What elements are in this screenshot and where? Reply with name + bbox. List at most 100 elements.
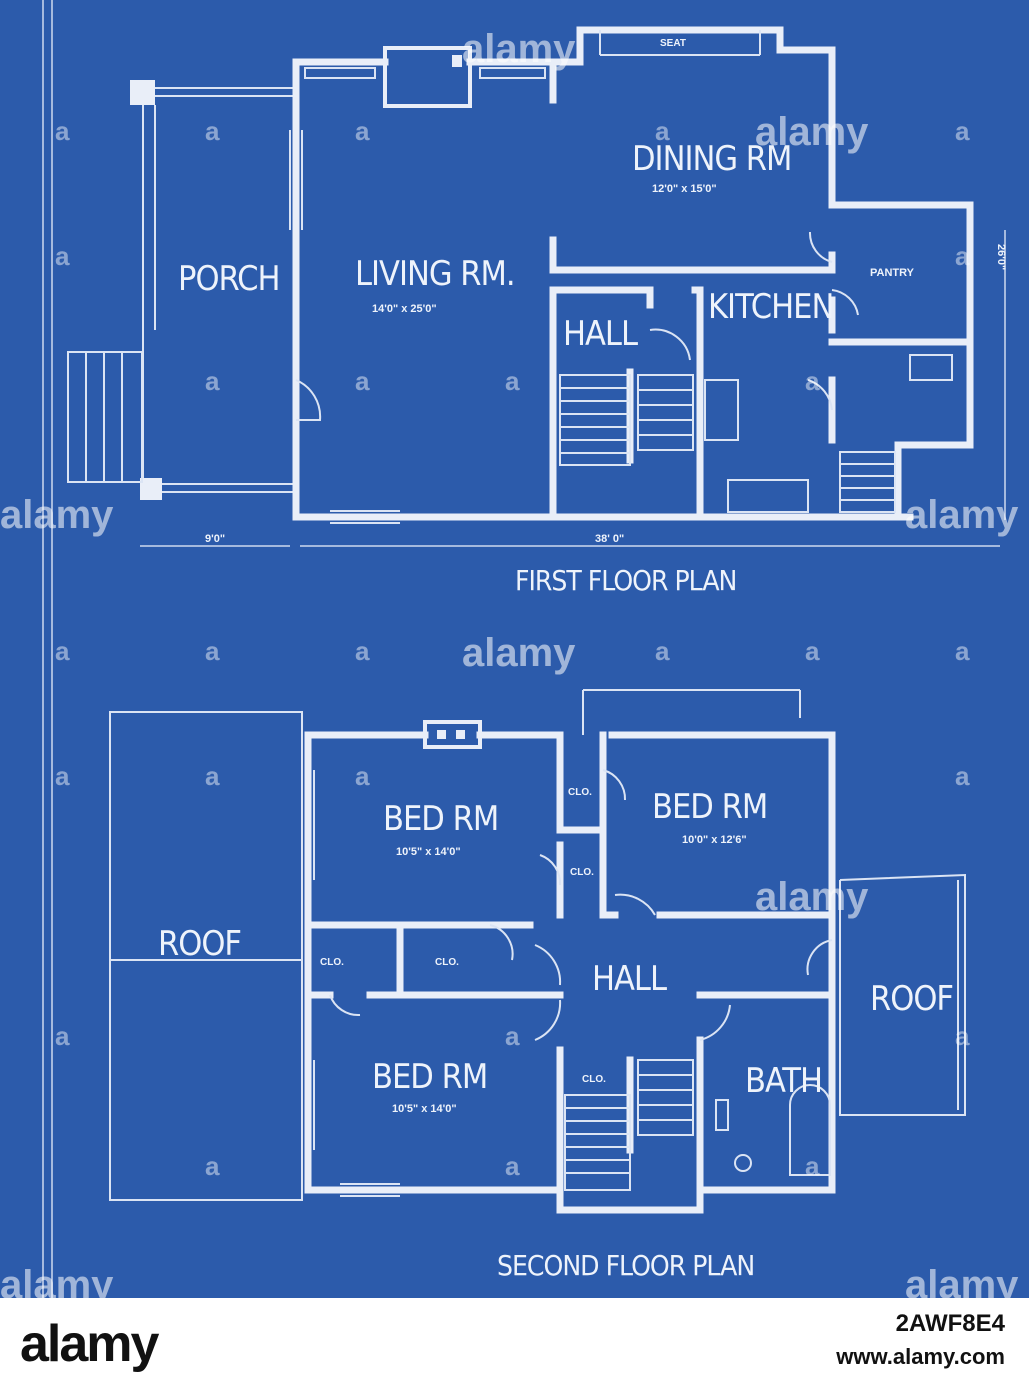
watermark-letter: a [805,1151,820,1181]
dining-room-bay-wall [549,26,836,204]
bed-room-nw-dimension: 10'5" x 14'0" [396,846,461,858]
pantry-label: PANTRY [870,267,915,279]
watermark-text: alamy [462,631,576,675]
watermark-letter: a [205,116,220,146]
pantry-wall [828,201,974,449]
lavatory [715,1099,729,1131]
closet-label-2: CLO. [570,867,594,878]
chimney-flue [452,55,462,67]
watermark-layer: alamy alamy alamy alamy alamy alamy alam… [0,27,1019,1298]
roof-right-label: ROOF [870,979,953,1019]
porch-column-bottom [140,478,162,500]
bed-ne-closet-door [602,769,627,801]
roof-right-outline [839,873,966,1116]
watermark-text: alamy [905,493,1019,537]
bookcase-right [479,67,546,79]
watermark-letter: a [805,636,820,666]
watermark-letter: a [655,116,670,146]
back-stairs [839,451,896,513]
floor-plans-drawing: PORCH LIVING RM. 14'0" x 25'0" DINING RM… [0,0,1019,1298]
living-front-door [295,379,322,421]
bed-ne-door [614,893,656,916]
watermark-letter: a [355,116,370,146]
watermark-letter: a [505,1151,520,1181]
watermark-text: alamy [462,27,576,71]
watermark-letter: a [55,1021,70,1051]
watermark-letter: a [955,761,970,791]
closet-label-4: CLO. [435,957,459,968]
watermark-text: alamy [755,875,869,919]
watermark-letter: a [205,366,220,396]
watermark-letter: a [955,1021,970,1051]
bathtub [789,1084,831,1176]
kitchen-label: KITCHEN [708,287,833,327]
stock-url: www.alamy.com [836,1344,1005,1369]
closet-label-5: CLO. [582,1074,606,1085]
watermark-letter: a [505,366,520,396]
kitchen-pantry-door [831,289,859,316]
kitchen-back-door [807,379,833,411]
closet-door-3 [329,994,361,1017]
porch-label: PORCH [178,259,279,299]
porch-steps [67,351,143,483]
house-width-dim: 38' 0" [595,533,624,545]
roof-left-outline [109,711,303,1201]
second-floor-plan-title: SECOND FLOOR PLAN [497,1249,754,1282]
kitchen-range [704,379,739,441]
fireplace [383,46,472,108]
pantry-counter [909,354,953,381]
second-floor-hall-label: HALL [592,959,667,999]
closet-door-2 [489,924,514,961]
bath-label: BATH [745,1061,822,1101]
watermark-letter: a [355,366,370,396]
bookcase-left [304,67,376,79]
watermark-letter: a [205,761,220,791]
roof-left-label: ROOF [158,924,241,964]
watermark-letter: a [55,241,70,271]
hall-kitchen-door [649,328,691,361]
hall-kitchen-wall [691,286,704,521]
main-stairs [559,374,694,466]
watermark-letter: a [655,636,670,666]
second-floor-stairs [564,1059,694,1191]
watermark-text: alamy [0,1263,114,1298]
watermark-text: alamy [905,1263,1019,1298]
first-floor-plan-title: FIRST FLOOR PLAN [515,564,736,597]
first-floor-hall-label: HALL [563,314,638,354]
first-floor-plan: PORCH LIVING RM. 14'0" x 25'0" DINING RM… [67,26,1007,597]
chimney-flue-b [456,730,465,739]
closet-label-1: CLO. [568,787,592,798]
watermark-letter: a [505,1021,520,1051]
watermark-letter: a [955,241,970,271]
bed-nw-door [534,944,562,986]
stock-logo: alamy [20,1315,159,1373]
seat-label: SEAT [660,38,686,49]
toilet [734,1154,752,1172]
watermark-text: alamy [755,110,869,154]
bath-door [699,1004,731,1041]
bed-room-ne-label: BED RM [652,787,767,827]
watermark-letter: a [355,761,370,791]
watermark-letter: a [955,636,970,666]
living-room-dimension: 14'0" x 25'0" [372,303,437,315]
living-room-outer-wall [292,58,914,521]
dining-lower-wall [549,236,836,274]
watermark-letter: a [955,116,970,146]
closet-label-3: CLO. [320,957,344,968]
bed-room-ne-dimension: 10'0" x 12'6" [682,834,747,846]
dining-pantry-door [808,231,833,263]
house-depth-dim: 26'0" [995,244,1007,270]
blueprint-sheet: PORCH LIVING RM. 14'0" x 25'0" DINING RM… [0,0,1029,1298]
watermark-letter: a [55,636,70,666]
roof-door [806,939,833,976]
second-floor-plan: BED RM 10'5" x 14'0" BED RM 10'0" x 12'6… [109,689,966,1282]
dining-room-label: DINING RM [632,139,791,179]
watermark-letter: a [805,366,820,396]
watermark-letter: a [205,1151,220,1181]
stock-footer: alamy 2AWF8E4 www.alamy.com [0,1298,1029,1390]
bed-sw-door [534,999,562,1041]
watermark-letter: a [205,636,220,666]
porch-width-dim: 9'0" [205,533,225,545]
watermark-letter: a [55,116,70,146]
watermark-letter: a [355,636,370,666]
